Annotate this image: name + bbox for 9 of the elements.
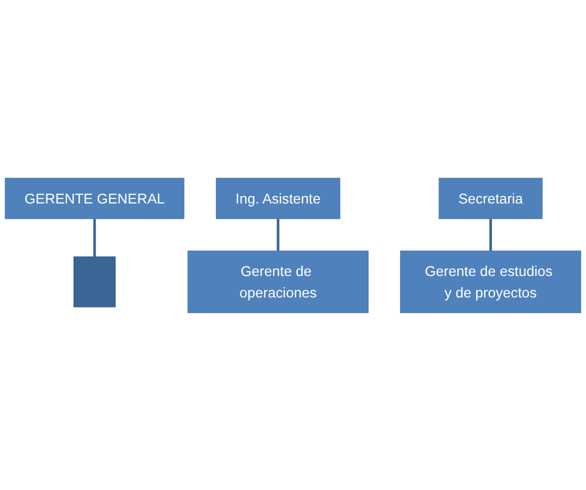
node-box: Gerente de estudios y de proyectos [400,250,582,313]
connector [276,218,280,250]
node-box: Gerente de operaciones [188,250,369,313]
connector [489,218,492,250]
node-box: GERENTE GENERAL [4,177,184,219]
connector [93,218,96,256]
node-box: Secretaria [438,177,543,219]
node-box: Ing. Asistente [216,177,340,219]
node-box [74,256,116,307]
